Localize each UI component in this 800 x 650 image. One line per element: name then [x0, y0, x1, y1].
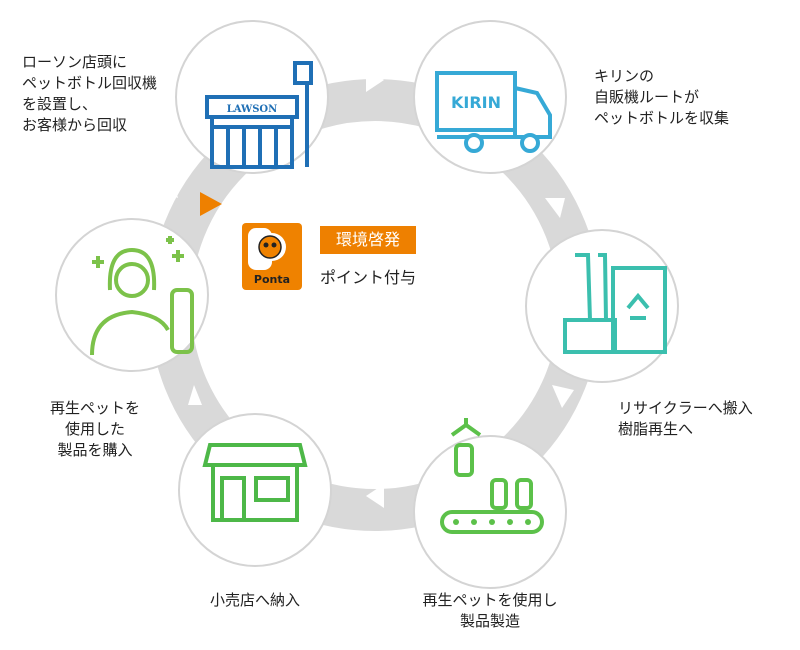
kirin-icon-text: KIRIN	[451, 93, 501, 112]
environment-badge: 環境啓発	[320, 226, 416, 254]
ponta-logo: Ponta	[242, 223, 302, 290]
arrow-icon	[552, 385, 574, 408]
arrow-icon	[545, 198, 565, 218]
arrow-icon	[160, 178, 178, 198]
step-label-1: ローソン店頭に ペットボトル回収機 を設置し、 お客様から回収	[22, 53, 158, 134]
step-label-4: 再生ペットを使用し 製品製造	[422, 591, 558, 630]
bottle-production-icon	[440, 418, 544, 534]
step-label-6: 再生ペットを 使用した 製品を購入	[49, 399, 140, 459]
ponta-logo-text: Ponta	[253, 273, 291, 286]
arrow-icon	[366, 484, 384, 508]
lawson-store-icon	[205, 61, 313, 169]
step-label-2: キリンの 自販機ルートが ペットボトルを収集	[594, 67, 730, 127]
customer-bottle-icon	[90, 236, 194, 356]
step-circle-3	[525, 229, 679, 383]
lawson-icon-text: LAWSON	[227, 104, 278, 115]
recycling-factory-icon	[563, 253, 667, 354]
kirin-truck-icon	[435, 71, 552, 153]
arrow-icon	[188, 385, 202, 405]
ponta-mascot-icon	[248, 228, 286, 270]
arrow-icon	[366, 68, 384, 92]
orange-arrow-icon	[200, 192, 222, 216]
step-label-3: リサイクラーへ搬入 樹脂再生へ	[618, 399, 753, 438]
retail-store-icon	[202, 443, 308, 522]
step-label-5: 小売店へ納入	[209, 591, 300, 609]
points-text: ポイント付与	[320, 268, 417, 287]
